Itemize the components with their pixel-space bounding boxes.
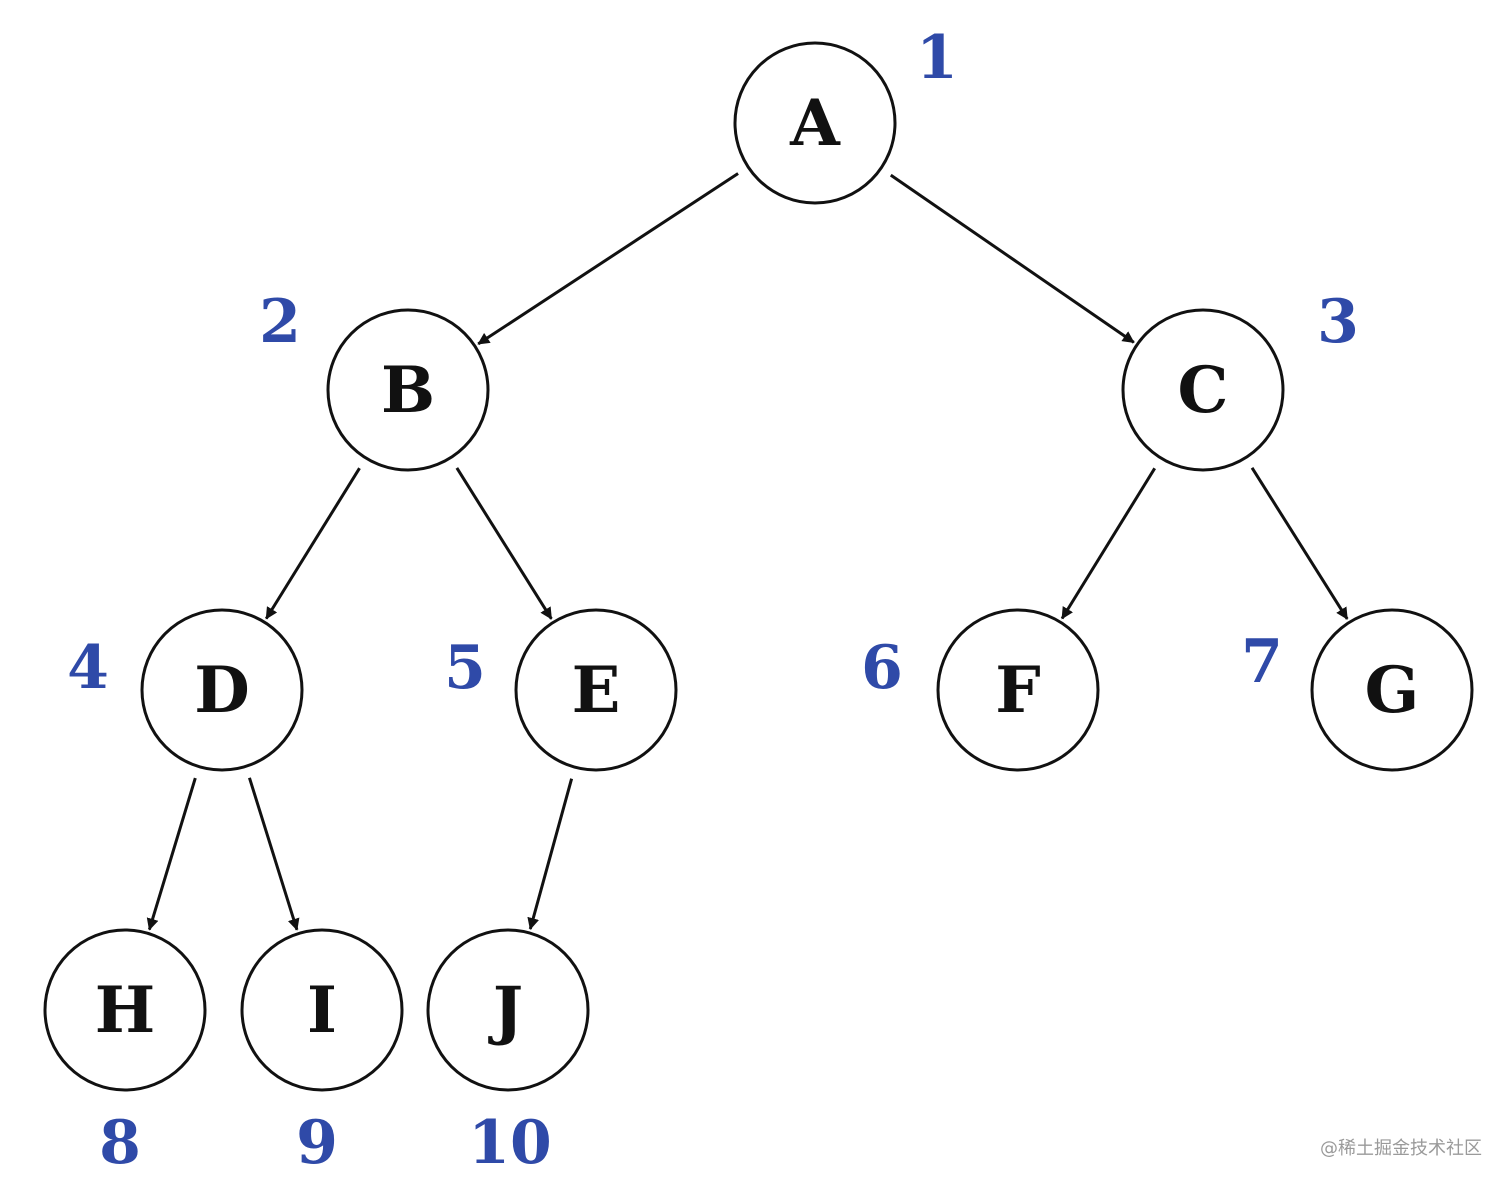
node-index-a: 1 — [916, 23, 958, 93]
node-label: E — [572, 653, 621, 728]
node-circle — [936, 608, 1100, 772]
node-circle — [140, 608, 304, 772]
node-label: I — [307, 973, 337, 1048]
node-circle — [1310, 608, 1474, 772]
node-index-f: 6 — [861, 633, 903, 703]
node-circle — [733, 41, 897, 205]
node-f: F — [936, 608, 1100, 772]
node-b: B — [326, 308, 490, 472]
node-j: J — [426, 928, 590, 1092]
nodes: A B C D E F G H I J — [43, 41, 1474, 1092]
node-circle — [43, 928, 207, 1092]
node-index-c: 3 — [1317, 287, 1359, 357]
node-h: H — [43, 928, 207, 1092]
node-c: C — [1121, 308, 1285, 472]
node-circle — [426, 928, 590, 1092]
node-label: C — [1178, 353, 1229, 428]
node-index-j: 10 — [468, 1108, 552, 1178]
edge-d-i — [248, 777, 300, 931]
edge-a-b — [477, 172, 739, 346]
node-label: G — [1365, 653, 1420, 728]
node-index-e: 5 — [444, 633, 486, 703]
node-label: B — [381, 353, 435, 428]
node-d: D — [140, 608, 304, 772]
node-label: H — [95, 973, 155, 1048]
node-label: F — [995, 653, 1040, 728]
node-g: G — [1310, 608, 1474, 772]
node-label: D — [194, 653, 250, 728]
node-index-d: 4 — [67, 633, 109, 703]
node-index-g: 7 — [1241, 627, 1283, 697]
node-circle — [326, 308, 490, 472]
node-circle — [514, 608, 678, 772]
edge-b-e — [455, 467, 553, 620]
edge-c-f — [1060, 467, 1156, 620]
node-index-i: 9 — [296, 1108, 338, 1178]
edge-c-g — [1250, 467, 1349, 620]
node-circle — [240, 928, 404, 1092]
node-e: E — [514, 608, 678, 772]
edge-e-j — [527, 778, 574, 930]
node-label: A — [789, 86, 841, 161]
node-i: I — [240, 928, 404, 1092]
node-index-b: 2 — [259, 287, 301, 357]
watermark: @稀土掘金技术社区 — [1320, 1138, 1482, 1159]
node-a: A — [733, 41, 897, 205]
node-index-h: 8 — [99, 1108, 141, 1178]
edge-a-c — [889, 173, 1135, 344]
edges — [146, 172, 1349, 931]
edge-d-h — [146, 777, 197, 931]
edge-b-d — [264, 467, 361, 620]
node-circle — [1121, 308, 1285, 472]
node-indices: 1 2 3 4 5 6 7 8 9 10 — [67, 23, 1359, 1178]
node-label: J — [488, 973, 523, 1048]
